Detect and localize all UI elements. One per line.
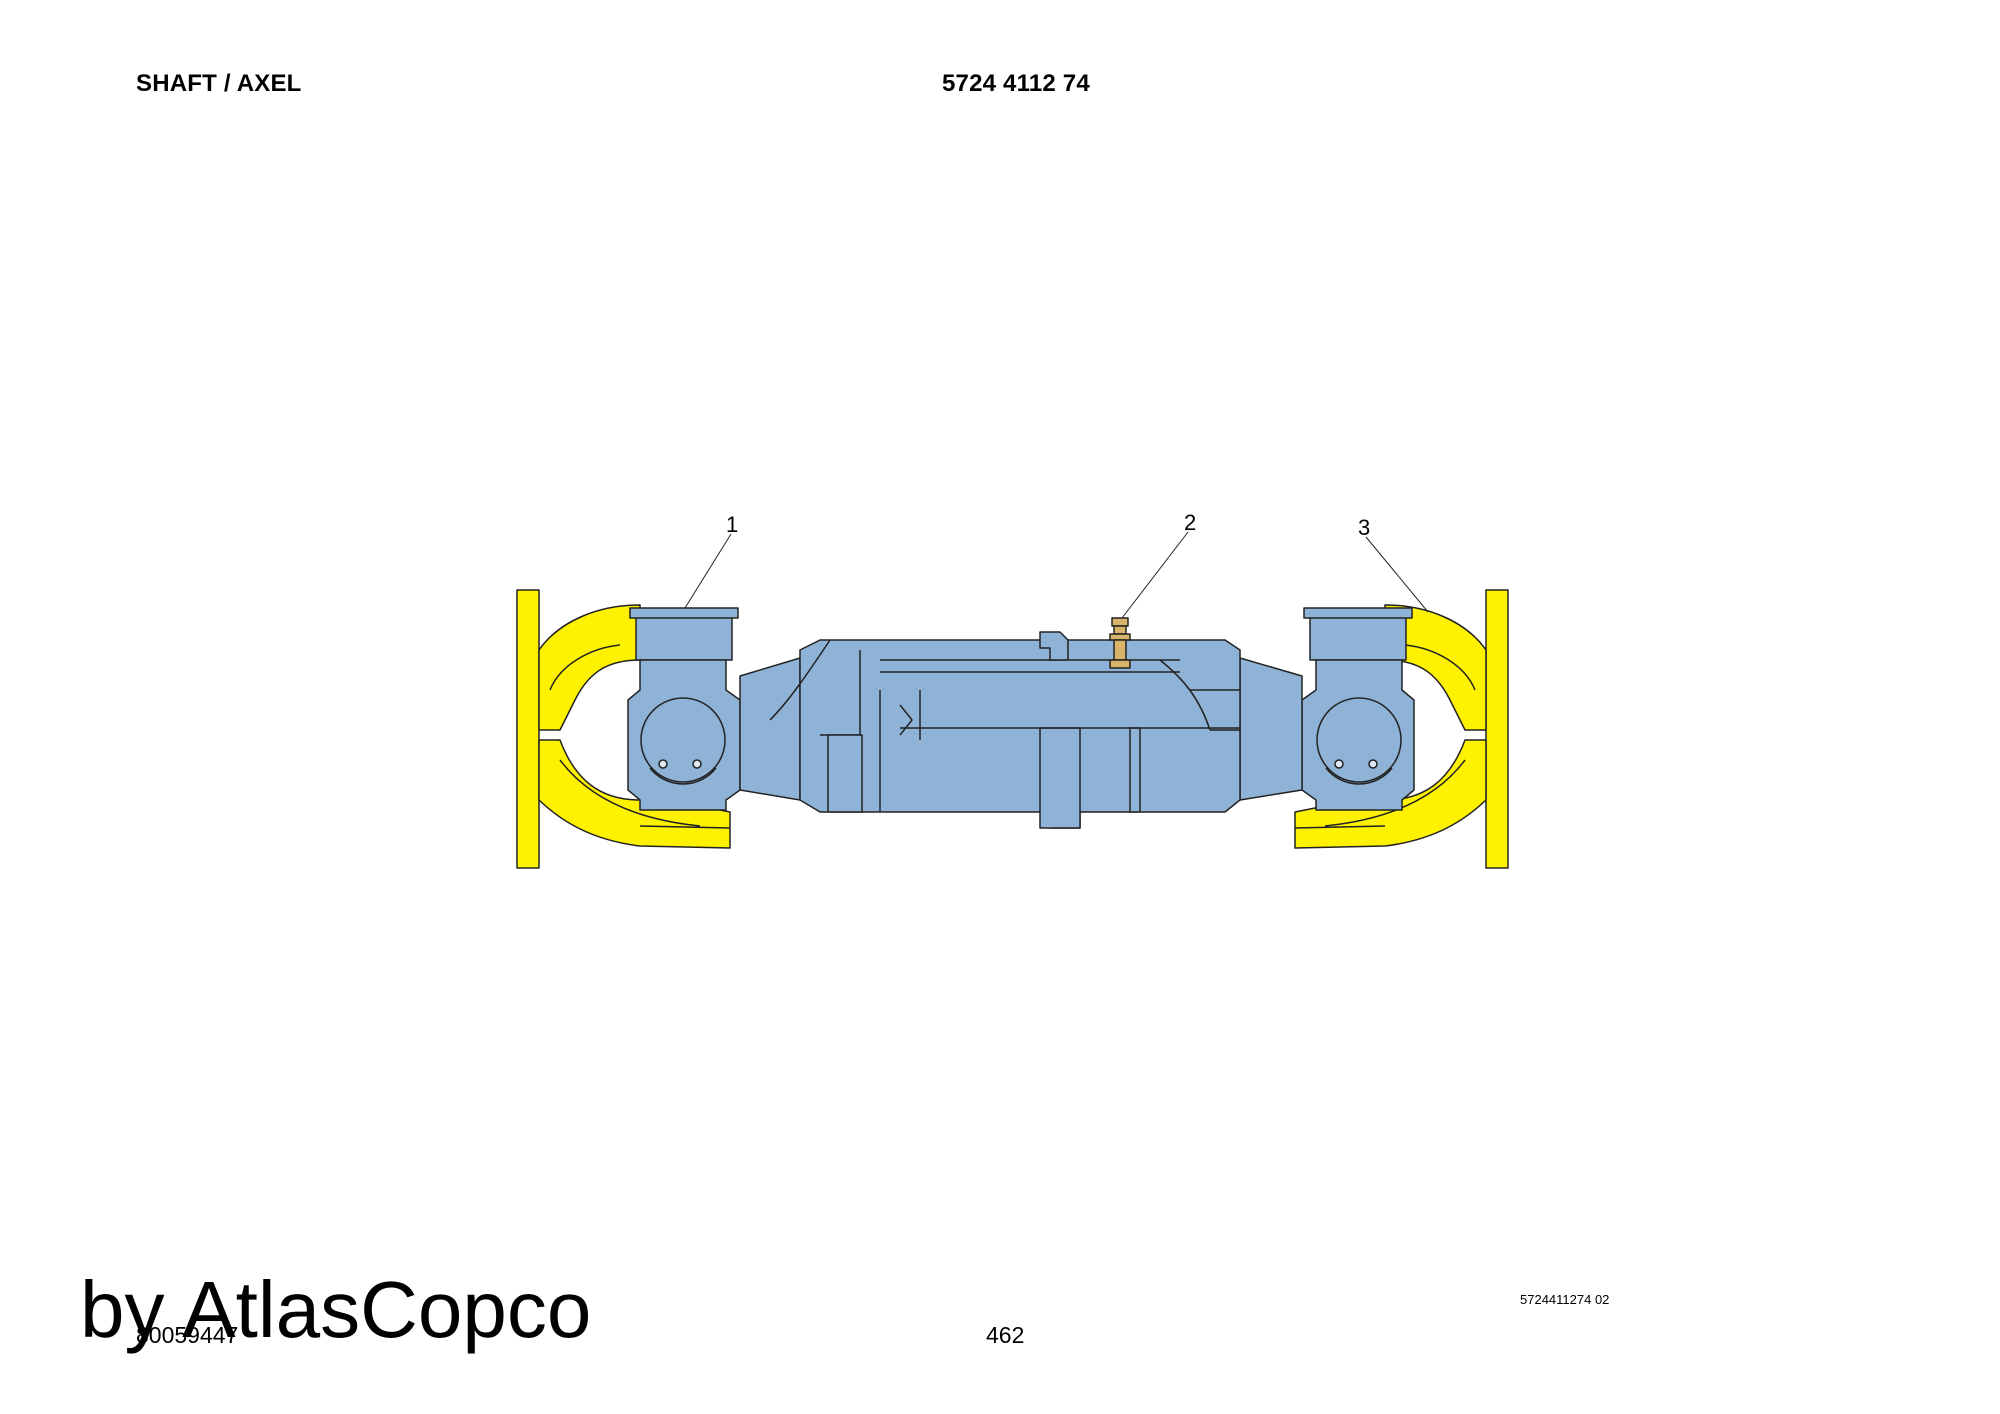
grease-fitting bbox=[1109, 617, 1131, 669]
page-number: 462 bbox=[986, 1322, 1025, 1348]
callout-3: 3 bbox=[1358, 515, 1370, 540]
document-code: 80059447 bbox=[136, 1322, 239, 1348]
callout-2: 2 bbox=[1184, 510, 1196, 535]
shaft-body bbox=[627, 607, 1415, 829]
right-yoke bbox=[1294, 589, 1509, 869]
leader-lines bbox=[684, 531, 1429, 619]
drawing-reference: 5724411274 02 bbox=[1520, 1292, 1610, 1307]
left-yoke bbox=[516, 589, 731, 869]
watermark: by AtlasCopco bbox=[80, 1265, 592, 1354]
page-title: SHAFT / AXEL bbox=[136, 70, 302, 97]
callout-1: 1 bbox=[726, 512, 738, 537]
part-number: 5724 4112 74 bbox=[942, 70, 1090, 97]
